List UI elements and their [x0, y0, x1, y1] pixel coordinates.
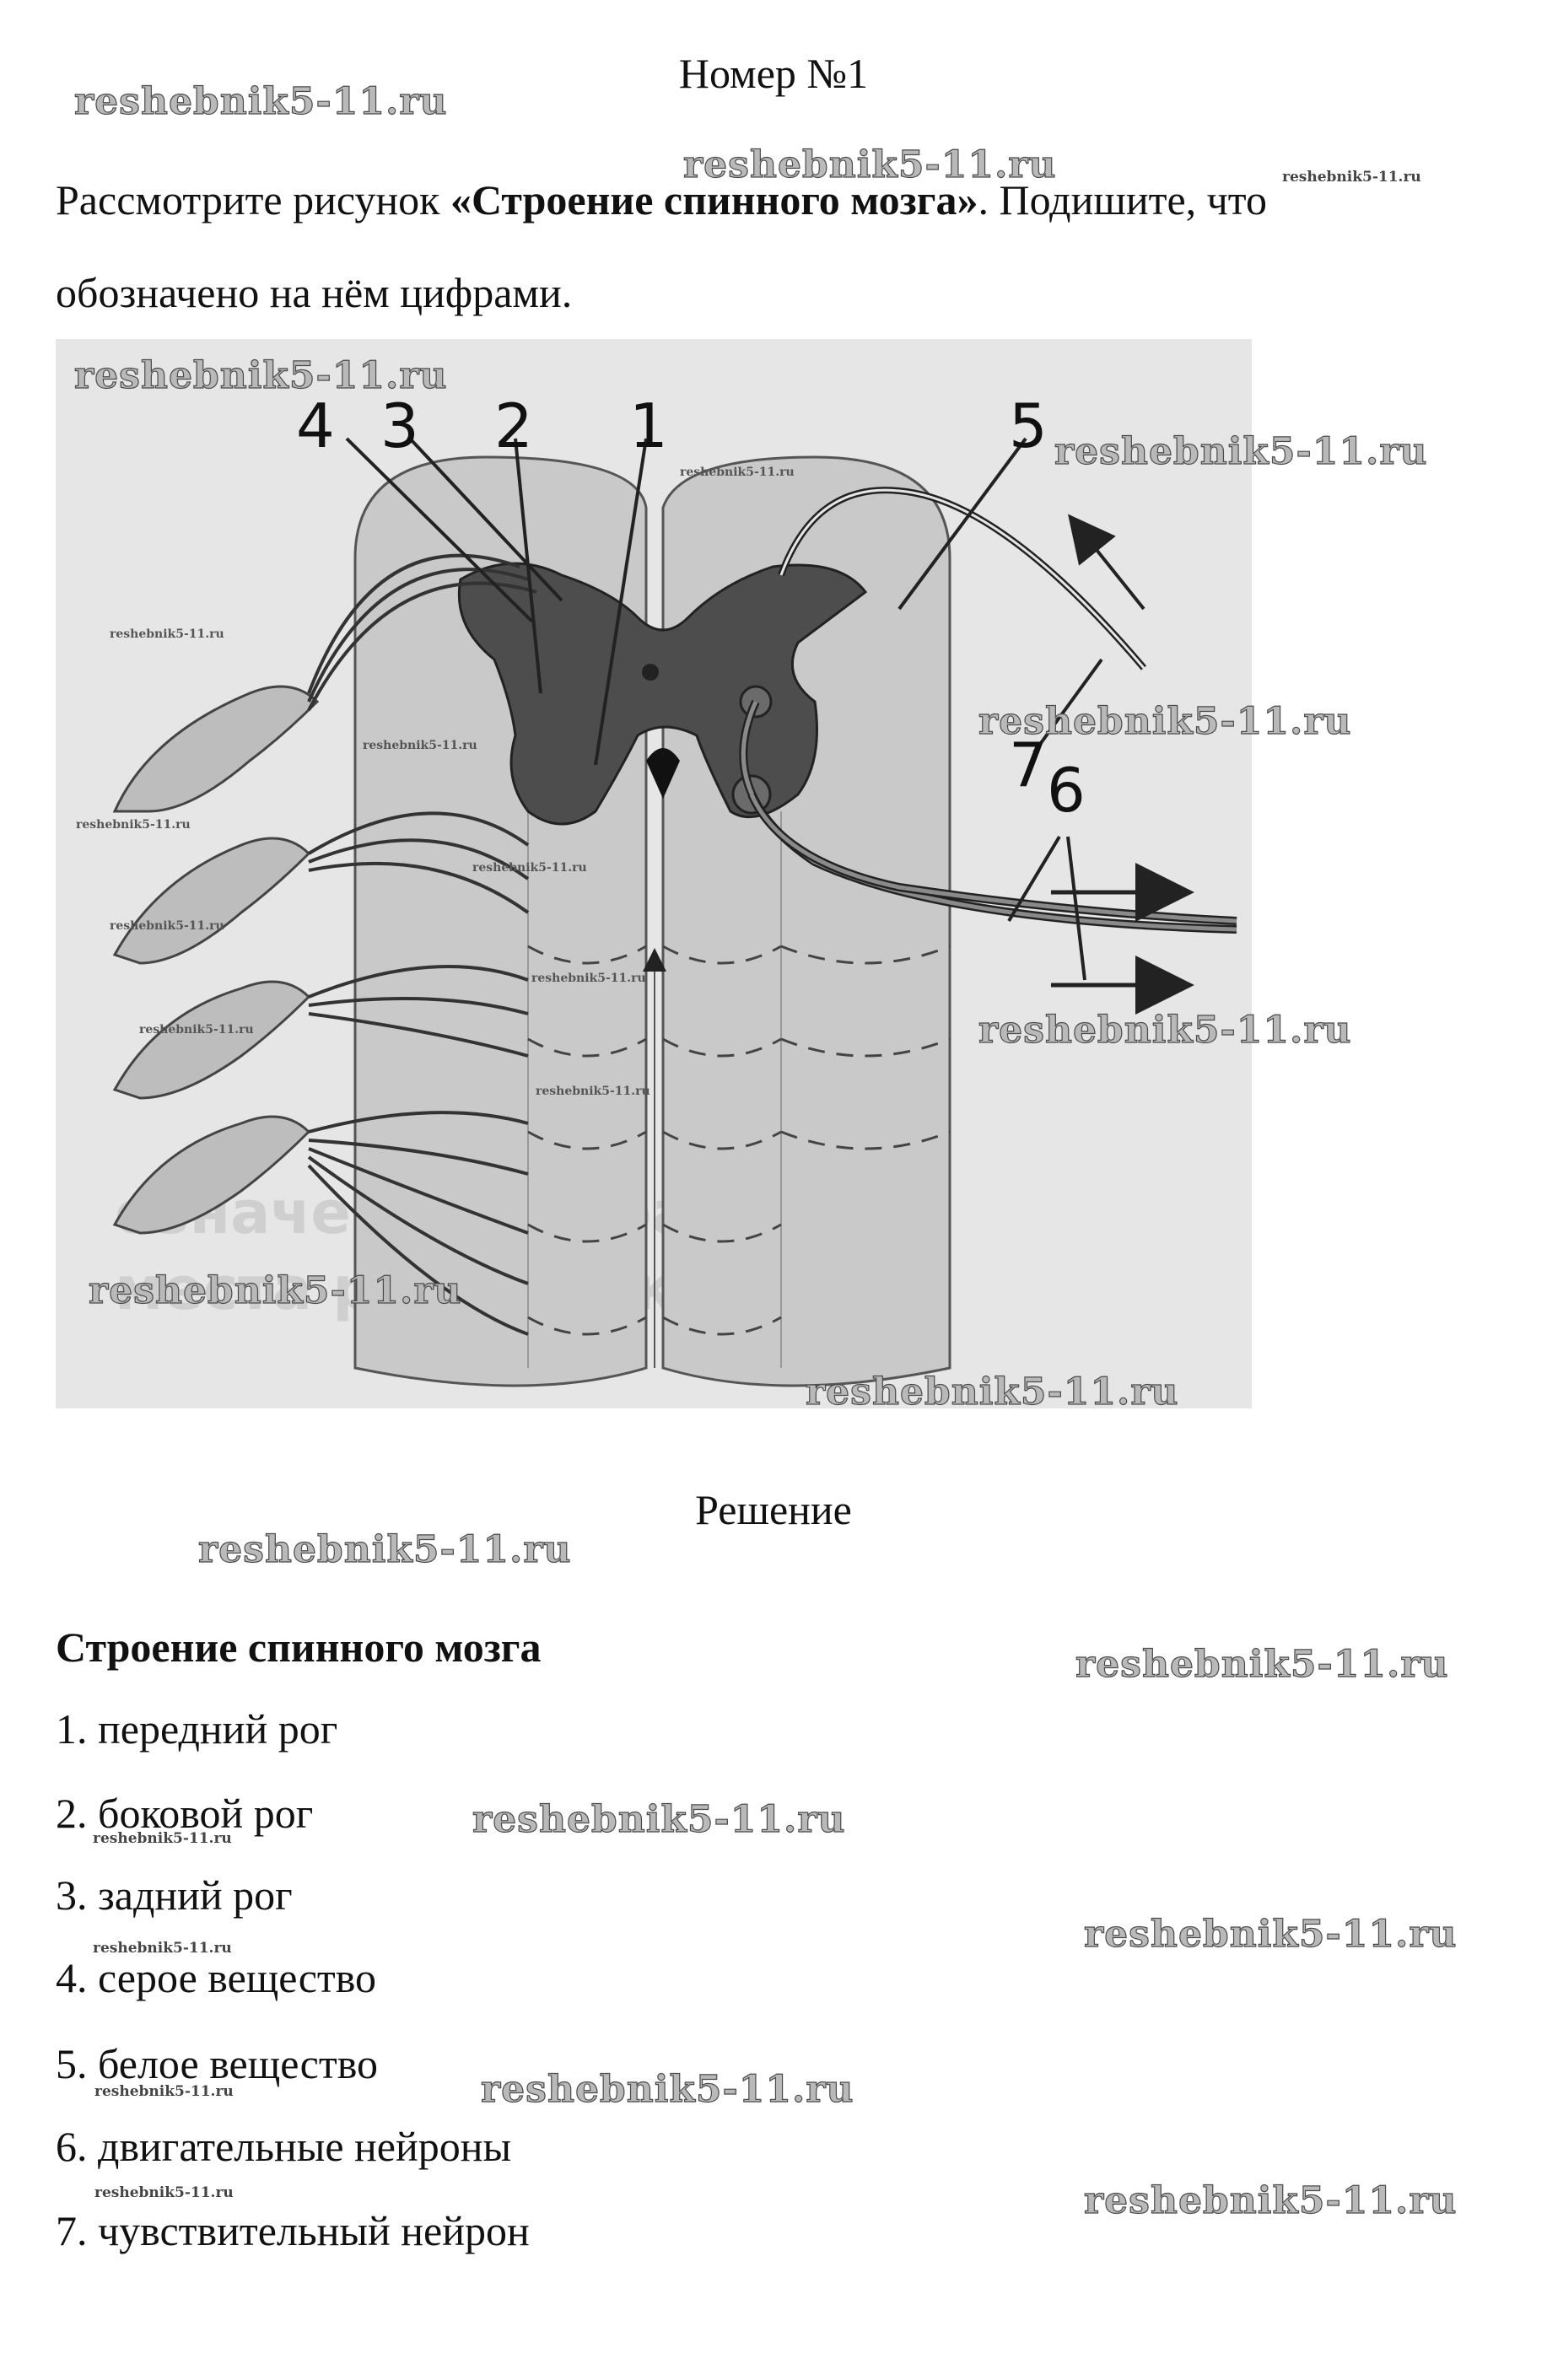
- watermark: reshebnik5-11.ru: [110, 919, 224, 933]
- watermark: reshebnik5-11.ru: [94, 2184, 234, 2201]
- watermark: reshebnik5-11.ru: [472, 1797, 846, 1841]
- answer-item-6: 6. двигательные нейроны: [56, 2123, 512, 2170]
- grey-matter: [457, 562, 868, 826]
- watermark: reshebnik5-11.ru: [805, 1370, 1179, 1413]
- label-3: 3: [380, 390, 419, 461]
- central-dot: [642, 664, 659, 681]
- label-4: 4: [296, 390, 335, 461]
- label-5: 5: [1009, 390, 1048, 461]
- central-canal: [646, 748, 680, 799]
- watermark: reshebnik5-11.ru: [1054, 429, 1428, 473]
- answer-item-5: 5. белое вещество: [56, 2040, 378, 2087]
- watermark: reshebnik5-11.ru: [93, 1830, 232, 1847]
- watermark: reshebnik5-11.ru: [139, 1023, 254, 1037]
- watermark: reshebnik5-11.ru: [1282, 169, 1421, 186]
- watermark: reshebnik5-11.ru: [536, 1085, 650, 1098]
- watermark: reshebnik5-11.ru: [73, 353, 448, 397]
- watermark: reshebnik5-11.ru: [531, 972, 646, 985]
- dorsal-root-ganglia: [112, 685, 320, 1235]
- task-figure-title: «Строение спинного мозга»: [450, 176, 978, 223]
- solution-subheading: Строение спинного мозга: [56, 1623, 542, 1671]
- answer-item-7: 7. чувствительный нейрон: [56, 2207, 530, 2254]
- watermark: reshebnik5-11.ru: [197, 1527, 572, 1571]
- label-6: 6: [1047, 755, 1086, 826]
- watermark: reshebnik5-11.ru: [1075, 1642, 1449, 1686]
- watermark: reshebnik5-11.ru: [1083, 1912, 1458, 1956]
- watermark: reshebnik5-11.ru: [73, 79, 448, 123]
- spinal-cord-figure: означены цифрами места расположения: [56, 339, 1252, 1408]
- watermark: reshebnik5-11.ru: [94, 2083, 234, 2100]
- task-line-1: Рассмотрите рисунок «Строение спинного м…: [56, 179, 1267, 221]
- watermark: reshebnik5-11.ru: [480, 2067, 854, 2111]
- watermark: reshebnik5-11.ru: [93, 1940, 232, 1957]
- watermark: reshebnik5-11.ru: [363, 739, 477, 752]
- label-2: 2: [494, 390, 533, 461]
- solution-heading: Решение: [695, 1486, 852, 1533]
- nerve-fibers: [307, 553, 537, 1336]
- spinal-cord-diagram: означены цифрами места расположения: [112, 390, 1237, 1387]
- segment-lines: [527, 945, 951, 1336]
- label-1: 1: [629, 390, 668, 461]
- label-7: 7: [1009, 730, 1048, 800]
- answer-item-1: 1. передний рог: [56, 1705, 338, 1753]
- watermark: reshebnik5-11.ru: [978, 1008, 1352, 1052]
- watermark: reshebnik5-11.ru: [472, 861, 587, 875]
- watermark: reshebnik5-11.ru: [680, 466, 795, 479]
- task-text-part1: Рассмотрите рисунок: [56, 176, 450, 223]
- answer-item-4: 4. серое вещество: [56, 1954, 377, 2001]
- watermark: reshebnik5-11.ru: [110, 627, 224, 641]
- page-title: Номер №1: [678, 50, 869, 97]
- watermark: reshebnik5-11.ru: [1083, 2178, 1458, 2222]
- watermark: reshebnik5-11.ru: [76, 818, 191, 832]
- watermark: reshebnik5-11.ru: [978, 699, 1352, 743]
- watermark: reshebnik5-11.ru: [682, 143, 1057, 186]
- task-text-part2: . Подишите, что: [978, 176, 1267, 223]
- watermark: reshebnik5-11.ru: [88, 1268, 462, 1312]
- answer-item-2: 2. боковой рог: [56, 1790, 314, 1837]
- task-line-2: обозначено на нём цифрами.: [56, 269, 573, 316]
- answer-item-3: 3. задний рог: [56, 1871, 293, 1919]
